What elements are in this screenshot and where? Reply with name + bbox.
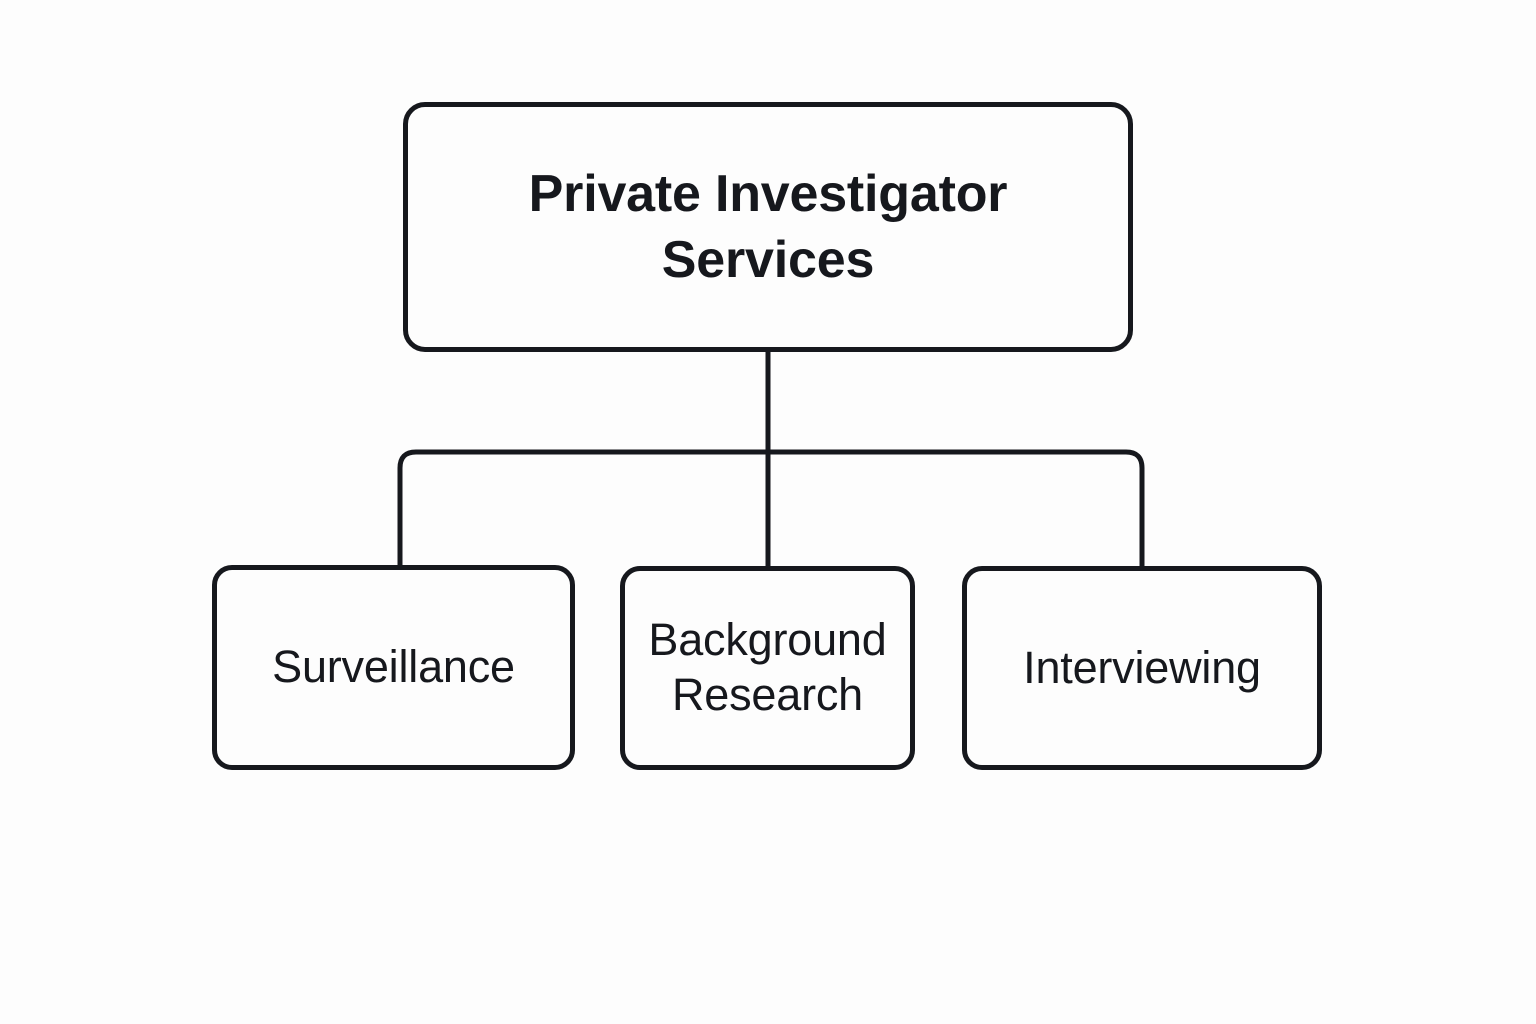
node-interviewing-label: Interviewing xyxy=(1023,641,1261,693)
node-private-investigator-services[interactable]: Private Investigator Services xyxy=(403,102,1133,352)
connector-bus-left xyxy=(397,449,768,565)
node-root-label: Private Investigator Services xyxy=(528,164,1008,289)
node-surveillance[interactable]: Surveillance xyxy=(212,565,575,770)
node-background-research[interactable]: Background Research xyxy=(620,566,915,770)
node-interviewing[interactable]: Interviewing xyxy=(962,566,1322,770)
node-surveillance-label: Surveillance xyxy=(272,641,515,693)
node-background-research-label: Background Research xyxy=(648,614,887,720)
connector-bus-right xyxy=(768,449,1145,566)
